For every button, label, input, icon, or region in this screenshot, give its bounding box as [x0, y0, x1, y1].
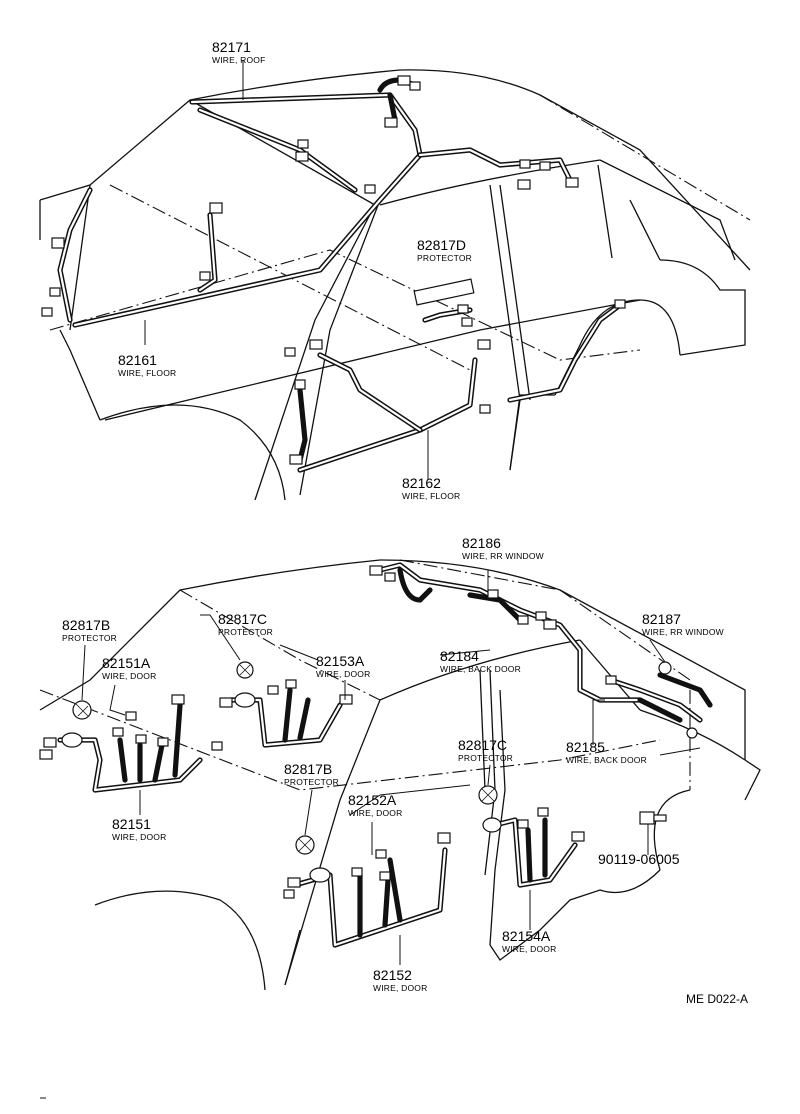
part-desc-82161: WIRE, FLOOR — [118, 368, 177, 378]
part-number-82184: 82184 — [440, 648, 479, 664]
top-reference-lines — [49, 94, 751, 371]
part-number-82185: 82185 — [566, 739, 605, 755]
part-number-82153a: 82153A — [316, 653, 365, 669]
part-desc-82185: WIRE, BACK DOOR — [566, 755, 647, 765]
part-number-82152a: 82152A — [348, 792, 397, 808]
rear-side-door-wire — [478, 785, 578, 888]
part-desc-82162: WIRE, FLOOR — [402, 491, 461, 501]
part-number-82161: 82161 — [118, 352, 157, 368]
part-number-82152: 82152 — [373, 967, 412, 983]
part-desc-82151a: WIRE, DOOR — [102, 671, 157, 681]
part-number-82162: 82162 — [402, 475, 441, 491]
back-door-wires — [377, 562, 713, 739]
part-desc-82152: WIRE, DOOR — [373, 983, 428, 993]
part-number-82817d: 82817D — [417, 237, 467, 253]
bottom-reference-lines — [39, 559, 691, 791]
top-connectors — [41, 75, 626, 465]
bottom-connectors — [39, 565, 617, 899]
part-desc-82171: WIRE, ROOF — [212, 55, 266, 65]
part-desc-82153a: WIRE, DOOR — [316, 669, 371, 679]
part-number-82817b-2: 82817B — [284, 761, 333, 777]
part-desc-82817b: PROTECTOR — [62, 633, 118, 643]
part-number-82154a: 82154A — [502, 928, 551, 944]
part-number-82186: 82186 — [462, 535, 501, 551]
part-desc-82817b-2: PROTECTOR — [284, 777, 340, 787]
part-desc-82817d: PROTECTOR — [417, 253, 473, 263]
part-number-82817c: 82817C — [218, 611, 268, 627]
part-number-82817c-2: 82817C — [458, 737, 508, 753]
part-desc-82187: WIRE, RR WINDOW — [642, 627, 724, 637]
rear-door-wire-upper — [227, 661, 343, 748]
top-car-body — [39, 69, 751, 501]
part-desc-82154a: WIRE, DOOR — [502, 944, 557, 954]
floor-wire-harness — [297, 302, 623, 473]
part-number-82817b: 82817B — [62, 617, 111, 633]
part-desc-82184: WIRE, BACK DOOR — [440, 664, 521, 674]
rear-door-wire-lower — [292, 835, 448, 948]
part-desc-82152a: WIRE, DOOR — [348, 808, 403, 818]
part-number-82171: 82171 — [212, 39, 251, 55]
part-number-82151: 82151 — [112, 816, 151, 832]
part-desc-82817c-2: PROTECTOR — [458, 753, 514, 763]
front-door-wire — [57, 700, 203, 793]
part-desc-82817c: PROTECTOR — [218, 627, 274, 637]
part-desc-82151: WIRE, DOOR — [112, 832, 167, 842]
part-number-82187: 82187 — [642, 611, 681, 627]
part-number-bolt: 90119-06005 — [598, 851, 680, 867]
bottom-leader-lines — [81, 570, 701, 965]
figure-code: ME D022-A — [686, 992, 749, 1006]
bolt-fastener — [639, 811, 667, 855]
top-leader-lines — [144, 60, 429, 480]
part-desc-82186: WIRE, RR WINDOW — [462, 551, 544, 561]
part-number-82151a: 82151A — [102, 655, 151, 671]
roof-wire-harness — [57, 77, 573, 328]
protector-pad — [413, 278, 475, 306]
